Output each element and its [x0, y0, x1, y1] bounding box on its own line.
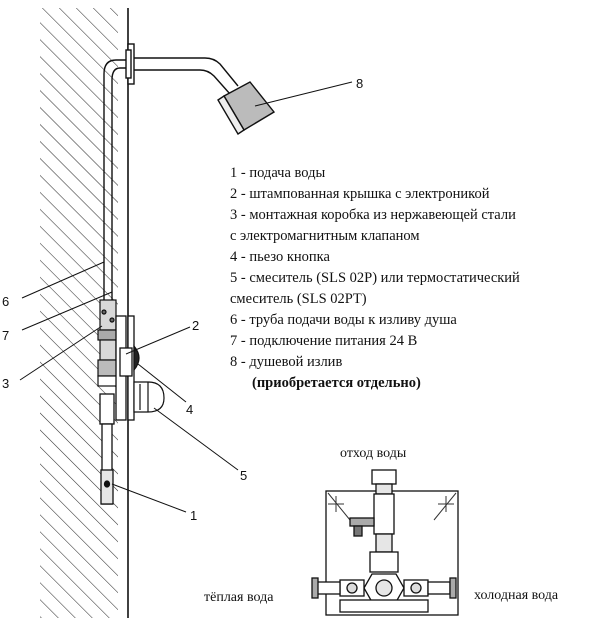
legend-note: (приобретается отдельно): [252, 375, 421, 391]
callout-6: 6: [2, 294, 9, 309]
label-warm-water: тёплая вода: [204, 590, 274, 605]
legend-item-6: 6 - труба подачи воды к изливу душа: [230, 312, 457, 328]
mixer: [133, 381, 165, 413]
label-cold-water: холодная вода: [474, 588, 559, 603]
legend-item-5: 5 - смеситель (SLS 02P) или термостатиче…: [230, 270, 520, 286]
callout-7: 7: [2, 328, 9, 343]
mounting-box: [115, 315, 135, 421]
legend-item-5-cont: смеситель (SLS 02PT): [230, 291, 367, 307]
legend-item-1: 1 - подача воды: [230, 165, 326, 181]
legend-item-7: 7 - подключение питания 24 В: [230, 333, 418, 349]
riser-pipe: [103, 49, 132, 300]
shower-outlet: [127, 43, 276, 135]
shower-head: [217, 81, 276, 135]
legend-item-3: 3 - монтажная коробка из нержавеющей ста…: [230, 207, 516, 223]
callout-2: 2: [192, 318, 199, 333]
supply-pipe: [99, 393, 115, 505]
leader-lines: [19, 81, 353, 513]
box-front-view: [311, 469, 459, 616]
legend-item-4: 4 - пьезо кнопка: [230, 249, 330, 265]
callout-numbers: 8 6 7 2 3 4 5 1: [2, 76, 363, 523]
callout-1: 1: [190, 508, 197, 523]
legend-item-2: 2 - штампованная крышка с электроникой: [230, 186, 490, 202]
callout-5: 5: [240, 468, 247, 483]
piezo-button: [133, 344, 140, 372]
legend: 1 - подача воды 2 - штампованная крышка …: [230, 163, 600, 394]
callout-4: 4: [186, 402, 193, 417]
callout-8: 8: [356, 76, 363, 91]
callout-3: 3: [2, 376, 9, 391]
legend-item-8: 8 - душевой излив: [230, 354, 343, 370]
legend-item-3-cont: с электромагнитным клапаном: [230, 228, 420, 244]
label-water-outlet: отход воды: [340, 446, 407, 461]
valve-assembly: [97, 299, 119, 387]
